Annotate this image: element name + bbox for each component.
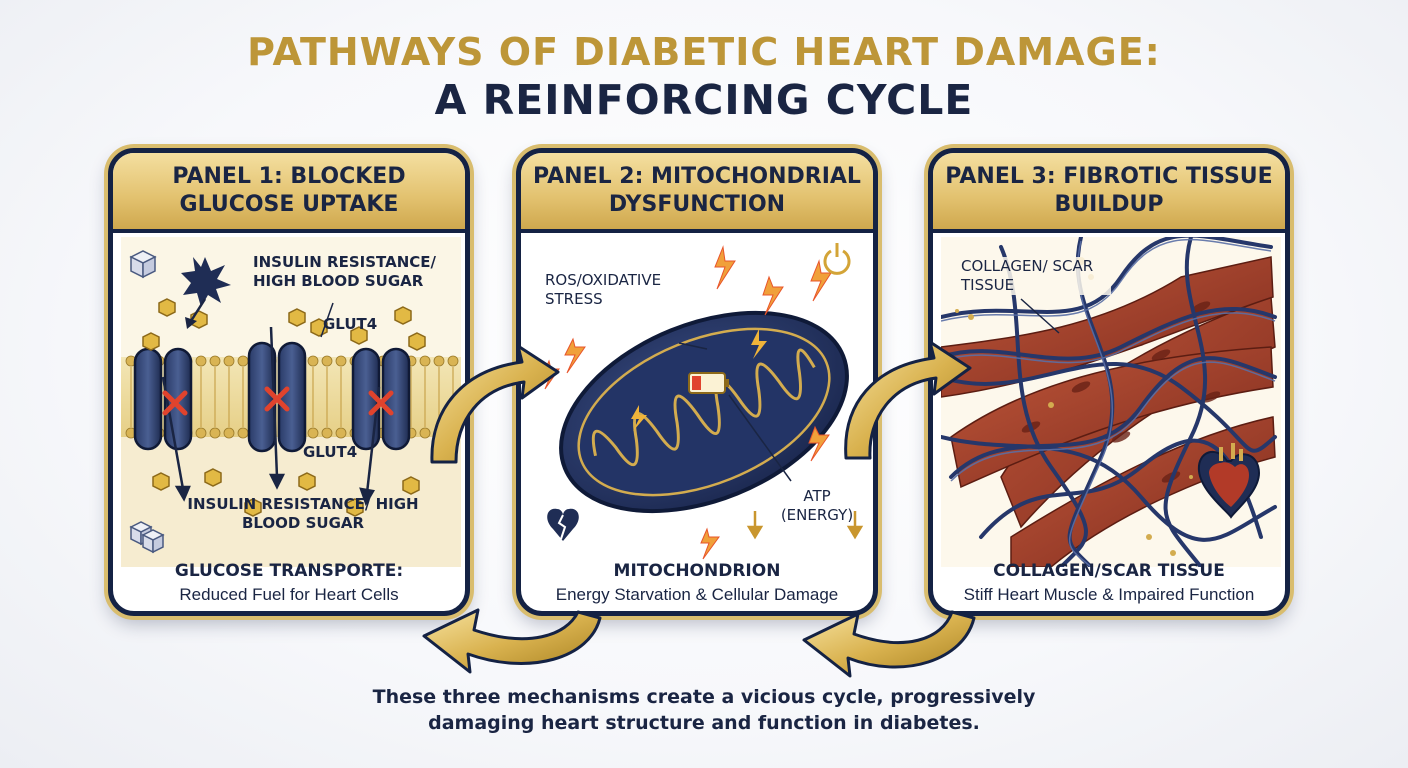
panel-1-caption-text: Reduced Fuel for Heart Cells [179, 585, 399, 604]
glucose-membrane-illustration [121, 237, 461, 567]
glut4-channels [133, 341, 411, 453]
broken-heart-icon [547, 508, 579, 541]
sugar-cube-icon [129, 250, 165, 554]
blocked-x-icon [162, 386, 394, 416]
label-insulin-top: INSULIN RESISTANCE/ HIGH BLOOD SUGAR [253, 253, 436, 290]
panel-3-caption-title: COLLAGEN/SCAR TISSUE [993, 561, 1225, 581]
starburst-icon [181, 257, 231, 307]
panel-2-heading: PANEL 2: MITOCHONDRIAL DYSFUNCTION [521, 153, 873, 233]
label-insulin-bottom: INSULIN RESISTANCE/ HIGH BLOOD SUGAR [187, 495, 419, 532]
power-icon [823, 243, 851, 275]
label-atp: ATP (ENERGY) [780, 487, 854, 524]
lightning-icon [631, 329, 767, 431]
label-glut4-bottom: GLUT4 [303, 443, 358, 461]
title-line-1: PATHWAYS OF DIABETIC HEART DAMAGE: [247, 30, 1161, 74]
panel-2-caption-title: MITOCHONDRION [613, 561, 781, 581]
footer-line-1: These three mechanisms create a vicious … [372, 686, 1036, 708]
panel-2-caption-text: Energy Starvation & Cellular Damage [555, 585, 839, 604]
panel-mitochondrial-dysfunction: PANEL 2: MITOCHONDRIAL DYSFUNCTION [516, 148, 878, 616]
title-line-2: A REINFORCING CYCLE [434, 76, 974, 124]
footer-line-2: damaging heart structure and function in… [428, 712, 980, 734]
panel-3-heading: PANEL 3: FIBROTIC TISSUE BUILDUP [933, 153, 1285, 233]
panel-glucose-uptake: PANEL 1: BLOCKED GLUCOSE UPTAKE [108, 148, 470, 616]
panel-3-caption-text: Stiff Heart Muscle & Impaired Function [963, 585, 1255, 604]
low-battery-icon [688, 372, 729, 394]
panel-1-heading: PANEL 1: BLOCKED GLUCOSE UPTAKE [113, 153, 465, 233]
panel-1-caption-title: GLUCOSE TRANSPORTE: [174, 561, 404, 581]
glucose-molecules [142, 298, 426, 517]
label-glut4-top: GLUT4 [323, 315, 378, 333]
heart-icon [1197, 443, 1261, 519]
label-ros: ROS/OXIDATIVE STRESS [545, 271, 662, 308]
panel-fibrotic-tissue: PANEL 3: FIBROTIC TISSUE BUILDUP [928, 148, 1290, 616]
label-collagen: COLLAGEN/ SCAR TISSUE [961, 257, 1111, 295]
mitochondrion-illustration [529, 237, 869, 567]
